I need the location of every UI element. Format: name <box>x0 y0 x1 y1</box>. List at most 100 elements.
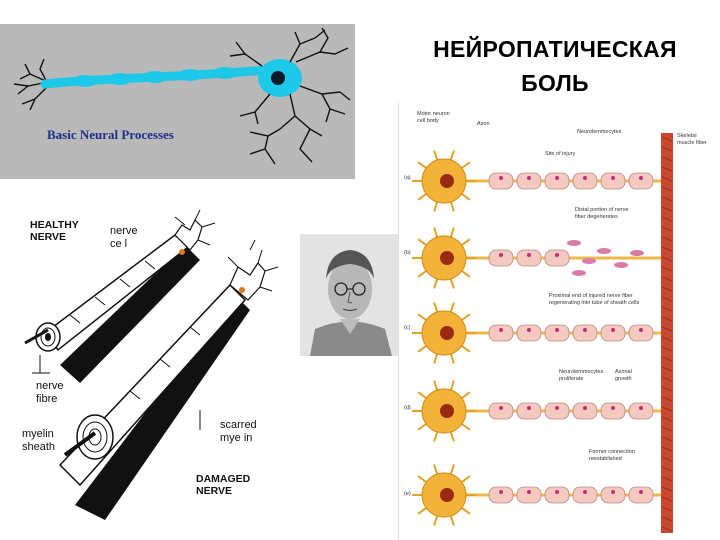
panel-d-label: (d) <box>404 405 411 411</box>
sheath-nucleus <box>583 176 587 180</box>
sheath-nucleus <box>527 406 531 410</box>
motor-neuron-nucleus <box>440 251 454 265</box>
sheath-nucleus <box>499 176 503 180</box>
myelin-sheath-label: myelin sheath <box>22 428 55 454</box>
scarred-myelin-label: scarred mye in <box>220 419 257 445</box>
muscle-striation <box>661 136 673 142</box>
proximal-end-label: Proximal end of injured nerve fiber rege… <box>549 293 640 306</box>
muscle-striation <box>661 356 673 362</box>
muscle-striation <box>661 486 673 492</box>
muscle-striation <box>661 506 673 512</box>
sheath-cell <box>544 324 570 342</box>
nerve-damage-diagram: HEALTHY NERVE nerve ce l nerve fibre mye… <box>10 205 300 540</box>
neuron-caption: Basic Neural Processes <box>47 127 174 142</box>
muscle-striation <box>661 346 673 352</box>
sheath-nucleus <box>611 176 615 180</box>
nerve-cell-line-1: nerve <box>110 225 138 237</box>
sheath-nucleus <box>499 328 503 332</box>
sheath-nucleus <box>611 328 615 332</box>
sheath-cell <box>628 172 654 190</box>
sheath-nucleus <box>639 176 643 180</box>
muscle-striation <box>661 266 673 272</box>
muscle-striation <box>661 326 673 332</box>
panel-b-label: (b) <box>404 250 411 256</box>
skeletal-muscle-fiber <box>661 133 673 533</box>
muscle-striation <box>661 516 673 522</box>
sheath-nucleus <box>499 253 503 257</box>
sheath-nucleus <box>639 406 643 410</box>
sheath-cell <box>488 249 514 267</box>
sheath-cell <box>516 172 542 190</box>
muscle-striation <box>661 186 673 192</box>
muscle-striation <box>661 306 673 312</box>
site-of-injury-label: Site of injury <box>545 151 576 157</box>
muscle-striation <box>661 456 673 462</box>
sheath-cell <box>628 486 654 504</box>
sheath-nucleus <box>555 253 559 257</box>
sheath-cell <box>516 402 542 420</box>
sheath-cell <box>600 486 626 504</box>
sheath-nucleus <box>527 176 531 180</box>
sheath-cell <box>628 324 654 342</box>
scarred-myelin-line-1: scarred <box>220 419 257 431</box>
motor-neuron-nucleus <box>440 326 454 340</box>
muscle-striation <box>661 156 673 162</box>
neurolemmocytes-label: Neurolemmocytes <box>577 129 622 135</box>
healthy-label-line-2: NERVE <box>30 231 66 243</box>
myelin-sheath-line-1: myelin <box>22 428 54 440</box>
sheath-cell <box>488 172 514 190</box>
nerve-fibre-line-1: nerve <box>36 380 64 392</box>
degenerated-fragment <box>582 258 596 264</box>
damaged-label-line-2: NERVE <box>196 485 232 497</box>
sheath-cell <box>572 402 598 420</box>
motor-neuron-nucleus <box>440 174 454 188</box>
panel-e-label: (e) <box>404 491 411 497</box>
muscle-striation <box>661 256 673 262</box>
muscle-striation <box>661 476 673 482</box>
muscle-striation <box>661 236 673 242</box>
muscle-striation <box>661 396 673 402</box>
sheath-nucleus <box>555 176 559 180</box>
skeletal-muscle-label: Skeletal muscle fiber <box>677 133 707 146</box>
sheath-nucleus <box>583 328 587 332</box>
sheath-cell <box>488 324 514 342</box>
sheath-nucleus <box>583 406 587 410</box>
sheath-nucleus <box>555 328 559 332</box>
muscle-striation <box>661 296 673 302</box>
nerve-fibre-line-2: fibre <box>36 393 58 405</box>
degenerated-fragment <box>630 250 644 256</box>
muscle-striation <box>661 446 673 452</box>
sheath-cell <box>600 402 626 420</box>
muscle-striation <box>661 226 673 232</box>
sheath-cell <box>516 324 542 342</box>
muscle-striation <box>661 196 673 202</box>
portrait-drawing <box>300 234 400 356</box>
sheath-nucleus <box>555 406 559 410</box>
sheath-cell <box>572 486 598 504</box>
motor-neuron-label: Motor neuron cell body <box>417 111 450 124</box>
muscle-striation <box>661 336 673 342</box>
sheath-cell <box>572 324 598 342</box>
muscle-striation <box>661 276 673 282</box>
degenerated-fragment <box>572 270 586 276</box>
slide-title: НЕЙРОПАТИЧЕСКАЯ БОЛЬ <box>395 32 715 100</box>
slide-title-line-1: НЕЙРОПАТИЧЕСКАЯ <box>433 36 677 62</box>
sheath-nucleus <box>583 490 587 494</box>
muscle-striation <box>661 436 673 442</box>
muscle-striation <box>661 176 673 182</box>
panel-a-label: (a) <box>404 175 411 181</box>
sheath-nucleus <box>527 253 531 257</box>
muscle-striation <box>661 376 673 382</box>
axon-label: Axon <box>477 121 490 127</box>
muscle-striation <box>661 366 673 372</box>
sheath-nucleus <box>611 490 615 494</box>
sheath-cell <box>572 172 598 190</box>
muscle-striation <box>661 286 673 292</box>
panel-c-label: (c) <box>404 325 411 331</box>
sheath-cell <box>628 402 654 420</box>
muscle-striation <box>661 496 673 502</box>
sheath-nucleus <box>639 490 643 494</box>
neuron-illustration: Basic Neural Processes <box>0 24 355 179</box>
muscle-striation <box>661 426 673 432</box>
sheath-cell <box>600 324 626 342</box>
